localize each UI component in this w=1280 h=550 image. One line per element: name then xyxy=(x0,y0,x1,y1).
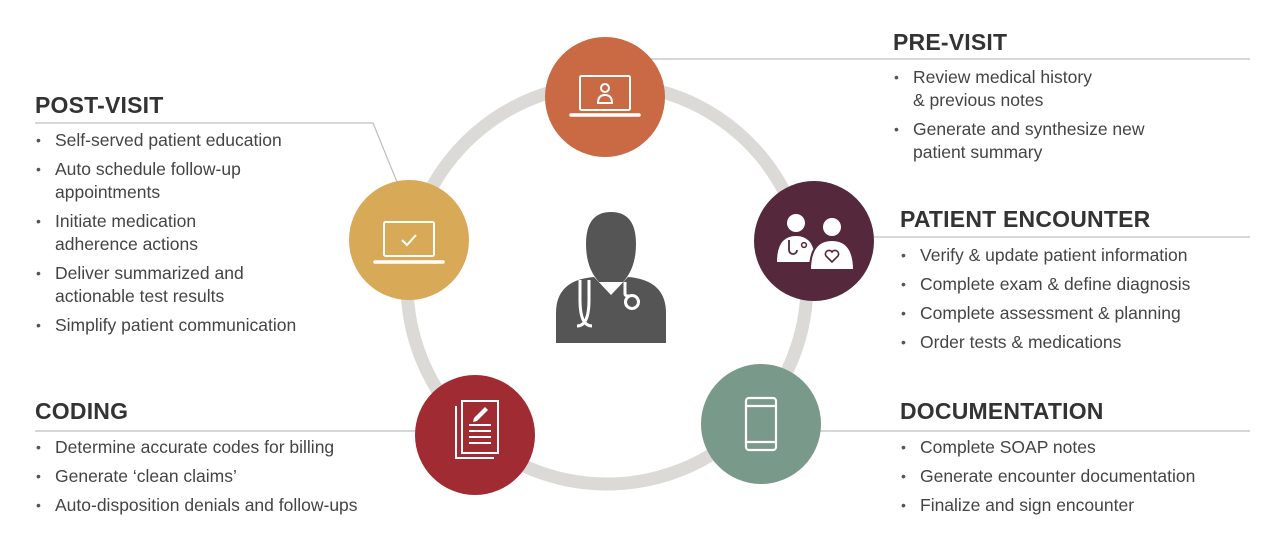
list-item: Complete SOAP notes xyxy=(900,436,1260,459)
patient-encounter-heading: PATIENT ENCOUNTER xyxy=(900,206,1151,232)
patient-encounter-item-4: Order tests & medications xyxy=(920,332,1122,352)
coding-item-2: Generate ‘clean claims’ xyxy=(55,466,237,486)
list-item: Determine accurate codes for billing xyxy=(35,436,425,459)
list-item: Finalize and sign encounter xyxy=(900,494,1260,517)
coding-section: CODING Determine accurate codes for bill… xyxy=(35,397,425,523)
coding-list: Determine accurate codes for billing Gen… xyxy=(35,436,425,517)
patient-encounter-node xyxy=(754,181,874,301)
connector-post-visit xyxy=(35,122,398,183)
list-item: Generate encounter documentation xyxy=(900,465,1260,488)
doctor-patient-icon xyxy=(777,214,856,271)
list-item: Order tests & medications xyxy=(900,331,1260,354)
post-visit-item-3: Initiate medication adherence actions xyxy=(55,211,199,254)
list-item: Simplify patient communication xyxy=(35,314,365,337)
post-visit-item-2: Auto schedule follow-up appointments xyxy=(55,159,241,202)
documentation-section: DOCUMENTATION Complete SOAP notes Genera… xyxy=(900,397,1260,523)
list-item: Complete assessment & planning xyxy=(900,302,1260,325)
list-item: Complete exam & define diagnosis xyxy=(900,273,1260,296)
post-visit-heading: POST-VISIT xyxy=(35,92,164,118)
pre-visit-list: Review medical history & previous notes … xyxy=(893,66,1253,164)
post-visit-item-5: Simplify patient communication xyxy=(55,315,297,335)
coding-item-1: Determine accurate codes for billing xyxy=(55,437,335,457)
documentation-list: Complete SOAP notes Generate encounter d… xyxy=(900,436,1260,517)
post-visit-node xyxy=(349,180,469,300)
post-visit-item-4: Deliver summarized and actionable test r… xyxy=(55,263,244,306)
documentation-item-2: Generate encounter documentation xyxy=(920,466,1196,486)
list-item: Verify & update patient information xyxy=(900,244,1260,267)
laptop-check-icon xyxy=(373,221,445,264)
pre-visit-item-2: Generate and synthesize new patient summ… xyxy=(913,119,1145,162)
smartphone-icon xyxy=(744,396,778,452)
list-item: Self-served patient education xyxy=(35,129,365,152)
document-pen-icon xyxy=(455,400,499,459)
list-item: Generate ‘clean claims’ xyxy=(35,465,425,488)
list-item: Review medical history & previous notes xyxy=(893,66,1253,112)
list-item: Auto schedule follow-up appointments xyxy=(35,158,365,204)
list-item: Deliver summarized and actionable test r… xyxy=(35,262,365,308)
pre-visit-node xyxy=(545,37,665,157)
documentation-item-1: Complete SOAP notes xyxy=(920,437,1096,457)
coding-node xyxy=(415,375,535,495)
documentation-node xyxy=(701,364,821,484)
post-visit-section: POST-VISIT Self-served patient education… xyxy=(35,91,365,343)
list-item: Auto-disposition denials and follow-ups xyxy=(35,494,425,517)
patient-encounter-item-2: Complete exam & define diagnosis xyxy=(920,274,1191,294)
post-visit-list: Self-served patient education Auto sched… xyxy=(35,129,365,337)
patient-encounter-item-1: Verify & update patient information xyxy=(920,245,1188,265)
patient-encounter-item-3: Complete assessment & planning xyxy=(920,303,1181,323)
list-item: Generate and synthesize new patient summ… xyxy=(893,118,1253,164)
list-item: Initiate medication adherence actions xyxy=(35,210,365,256)
documentation-heading: DOCUMENTATION xyxy=(900,398,1104,424)
patient-encounter-section: PATIENT ENCOUNTER Verify & update patien… xyxy=(900,205,1260,360)
laptop-user-icon xyxy=(569,75,641,117)
doctor-stethoscope-icon xyxy=(556,212,666,343)
coding-item-3: Auto-disposition denials and follow-ups xyxy=(55,495,358,515)
pre-visit-heading: PRE-VISIT xyxy=(893,29,1008,55)
pre-visit-section: PRE-VISIT Review medical history & previ… xyxy=(893,28,1253,170)
coding-heading: CODING xyxy=(35,398,129,424)
patient-encounter-list: Verify & update patient information Comp… xyxy=(900,244,1260,354)
post-visit-item-1: Self-served patient education xyxy=(55,130,282,150)
pre-visit-item-1: Review medical history & previous notes xyxy=(913,67,1092,110)
documentation-item-3: Finalize and sign encounter xyxy=(920,495,1135,515)
